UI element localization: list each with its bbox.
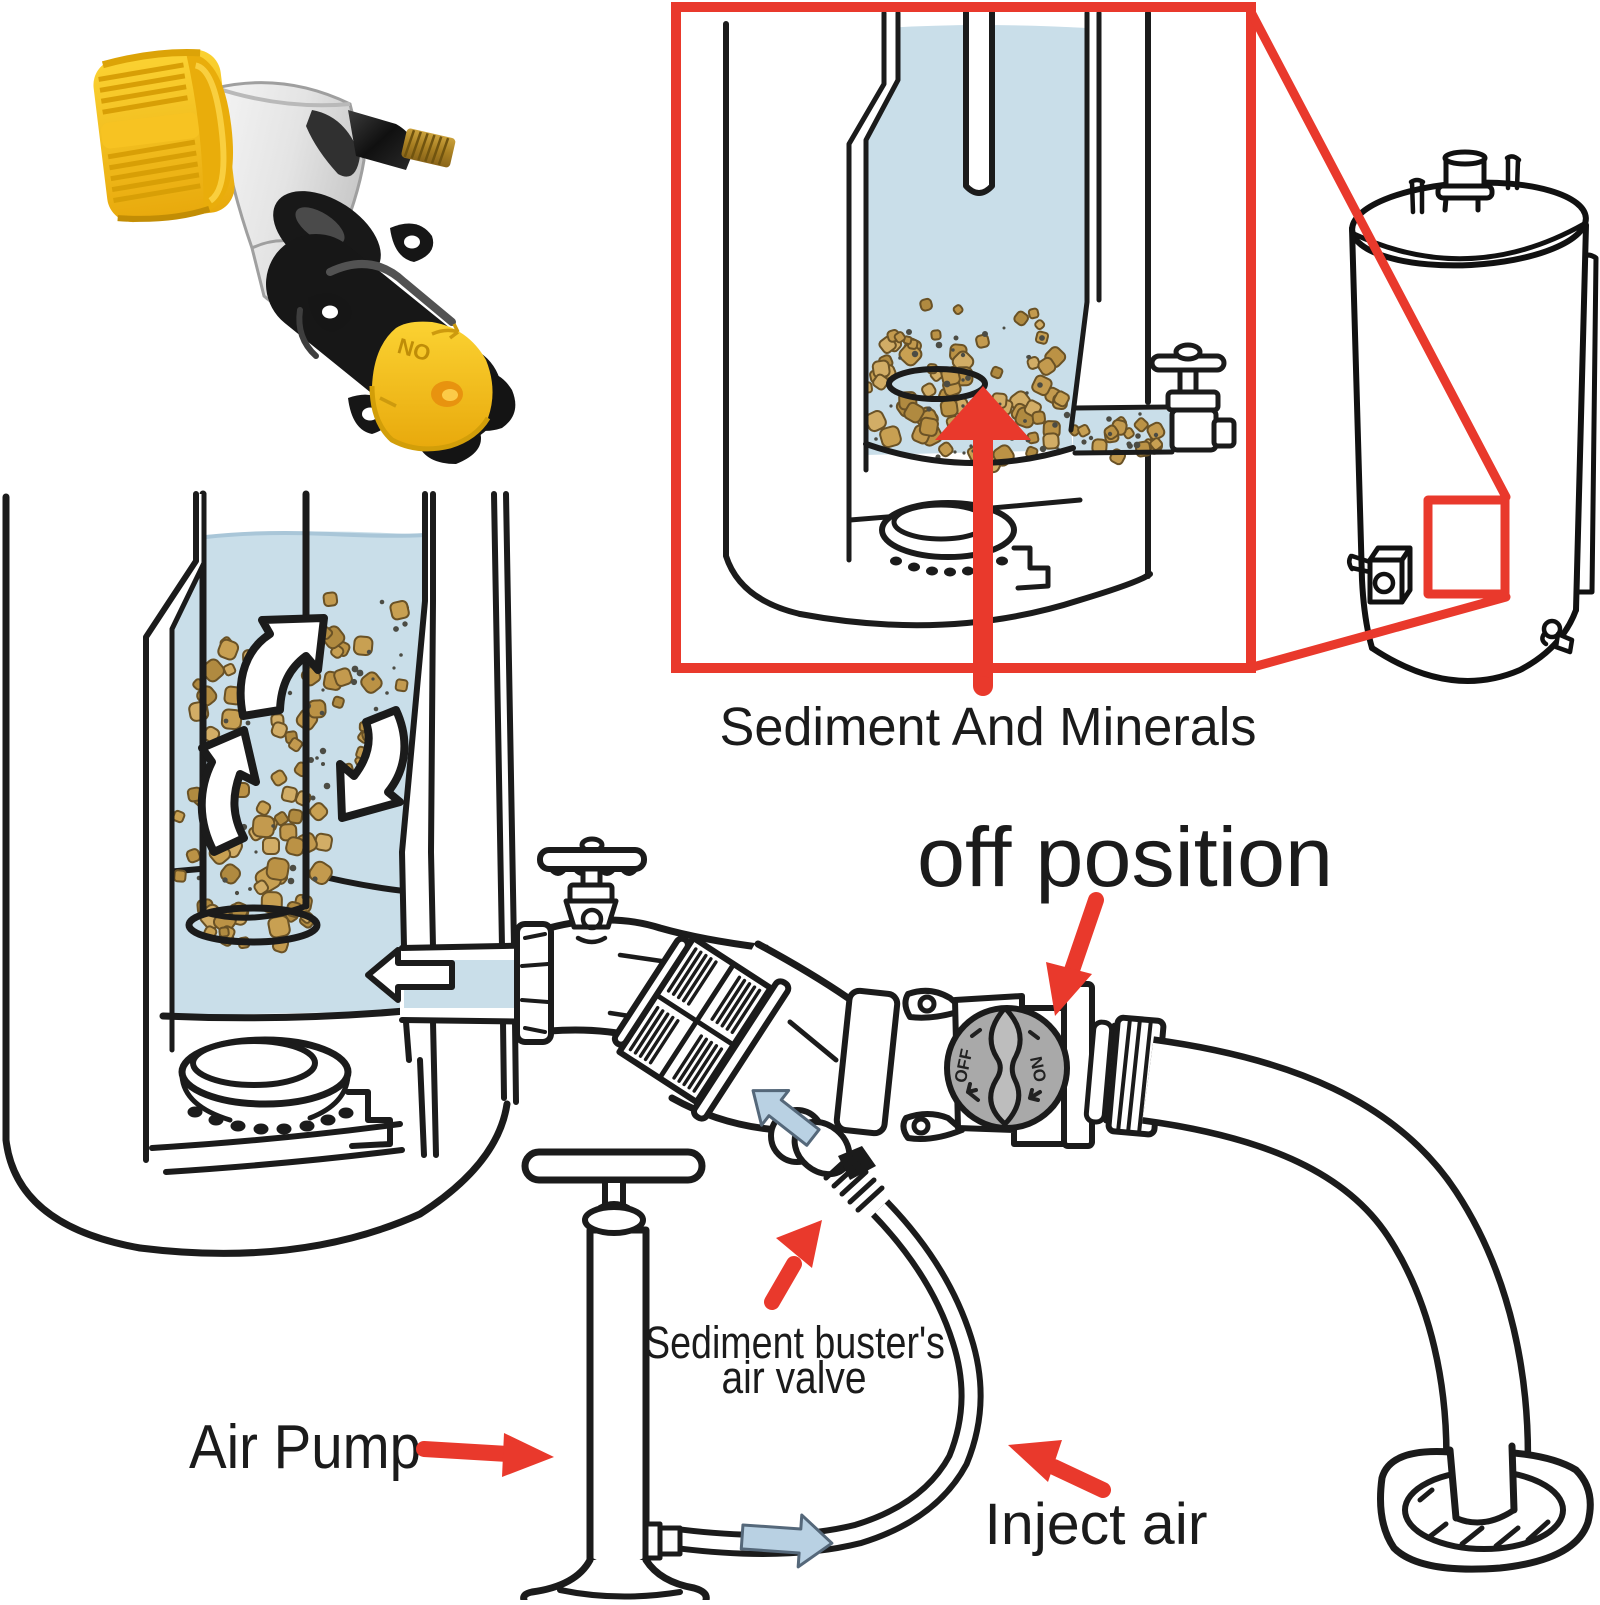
svg-text:ON: ON	[1027, 1055, 1051, 1084]
svg-text:air valve: air valve	[722, 1352, 867, 1403]
svg-text:off position: off position	[917, 810, 1333, 904]
svg-text:Sediment And Minerals: Sediment And Minerals	[720, 697, 1257, 757]
svg-text:Inject air: Inject air	[985, 1492, 1208, 1557]
svg-text:Air Pump: Air Pump	[189, 1413, 421, 1482]
svg-text:Sediment buster's: Sediment buster's	[645, 1317, 945, 1368]
